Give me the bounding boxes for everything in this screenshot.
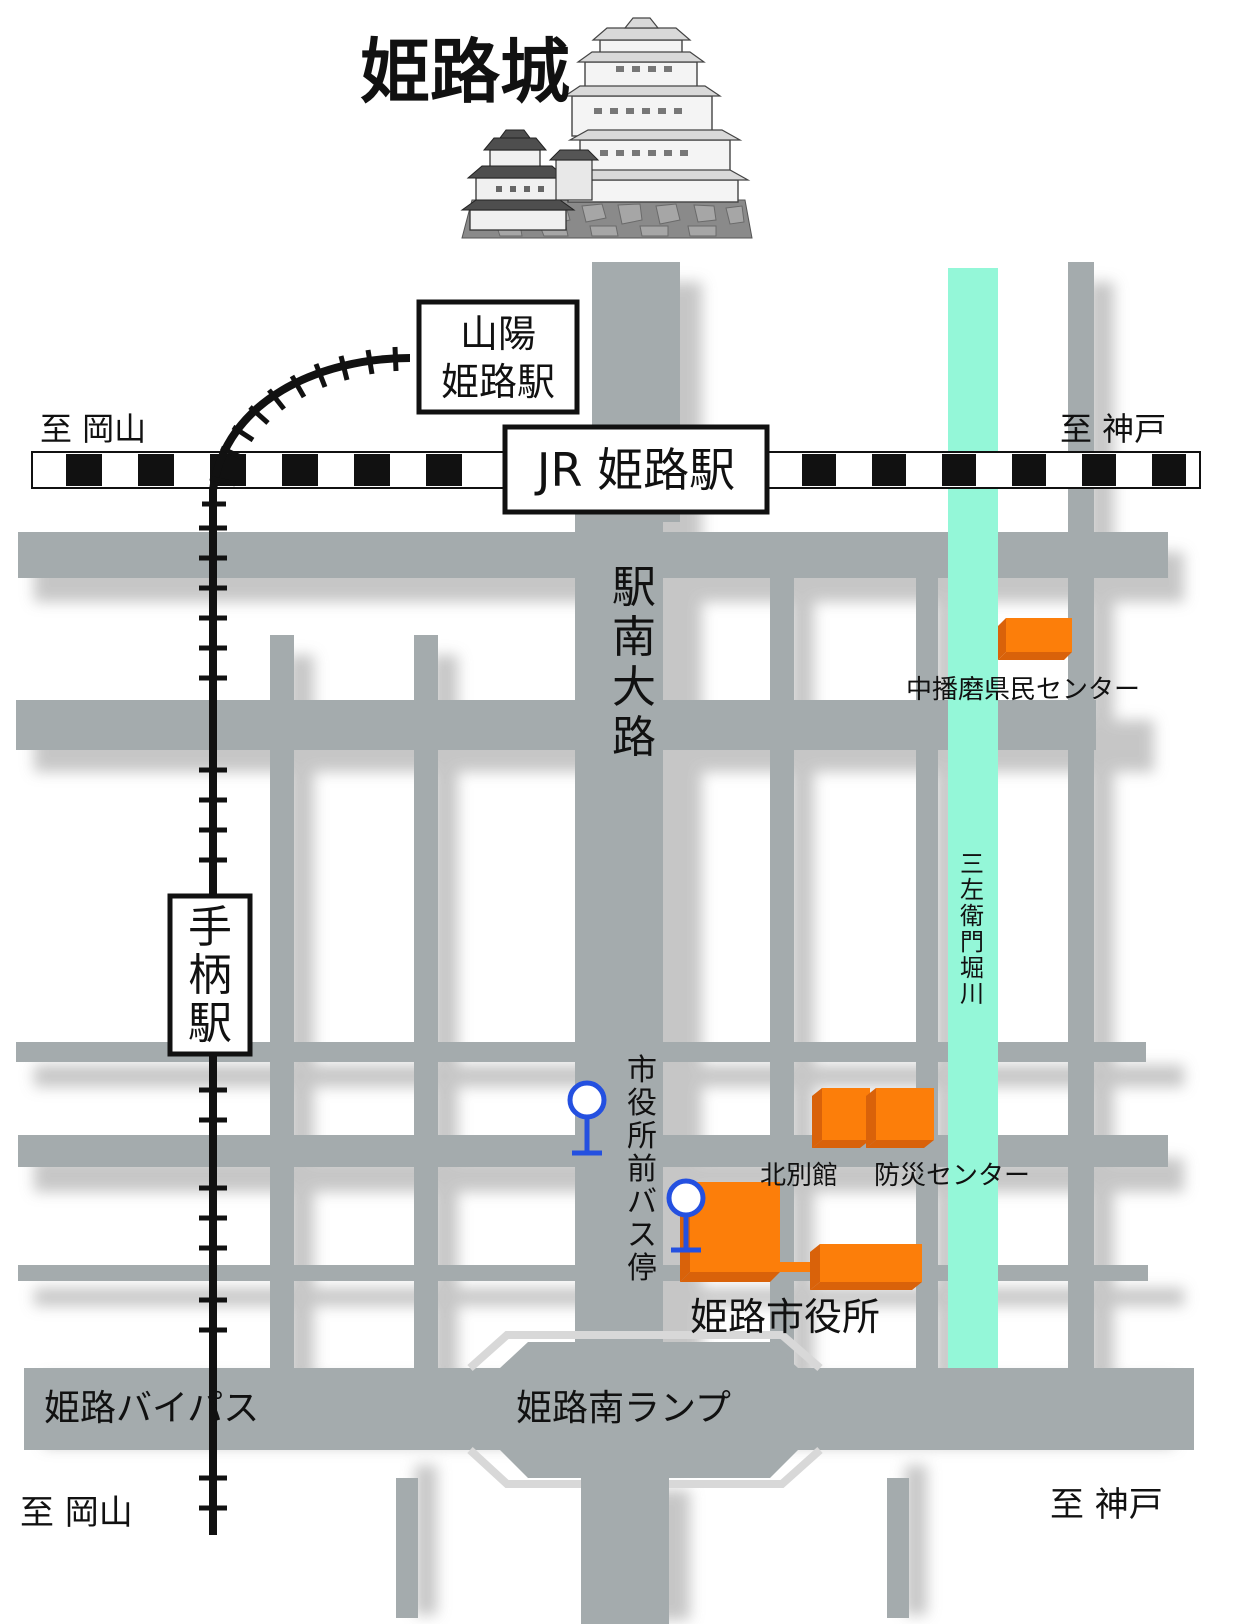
direction-kobe-top: 至 神戸 [1060, 410, 1166, 448]
building-bousai [866, 1088, 934, 1148]
direction-okayama-bottom: 至 岡山 [20, 1493, 133, 1533]
canal-label-1: 三 [960, 850, 984, 878]
ekinan-label-3: 大 [612, 662, 656, 713]
direction-okayama-top: 至 岡山 [40, 410, 146, 448]
bus-stop-label-6: ス [627, 1218, 657, 1253]
road-bypass [24, 1368, 1194, 1450]
title-himeji-castle: 姫路城 [360, 31, 570, 113]
bus-stop-label-2: 役 [627, 1086, 657, 1121]
bus-stop-label-3: 所 [627, 1119, 657, 1154]
tegara-station-label-2: 柄 [188, 950, 232, 1001]
road-ekinan-lower [575, 480, 663, 1380]
road-v5 [1068, 262, 1094, 1372]
nakaharima-label: 中播磨県民センター [906, 675, 1140, 705]
sanyo-station-label-2: 姫路駅 [441, 360, 555, 404]
ramp-label: 姫路南ランプ [516, 1388, 731, 1429]
building-kitabekkan [812, 1088, 870, 1148]
road-v4 [916, 555, 938, 1375]
sanyo-station-label-1: 山陽 [460, 312, 536, 356]
tegara-station-box [167, 893, 253, 1057]
building-nakaharima [998, 618, 1072, 660]
canal-sanzaemon [948, 268, 998, 1383]
road-v2 [414, 635, 438, 1375]
canal-label-2: 左 [960, 876, 984, 904]
bus-stop-icon[interactable] [666, 1178, 706, 1253]
canal-label-3: 衛 [960, 902, 984, 930]
road-v1 [270, 635, 294, 1375]
jr-station-box [502, 424, 770, 515]
bus-stop-label-7: 停 [627, 1251, 657, 1286]
bus-stop-label-4: 前 [627, 1152, 657, 1187]
canal-label-6: 川 [960, 980, 984, 1008]
ekinan-label-1: 駅 [612, 562, 656, 613]
bus-stop-icon[interactable] [567, 1080, 607, 1156]
tegara-station-label-1: 手 [188, 902, 232, 953]
ekinan-label-4: 路 [612, 712, 656, 763]
bypass-ramp [24, 1331, 1194, 1624]
bousai-label: 防災センター [874, 1161, 1030, 1191]
himeji-castle-illustration [460, 17, 753, 239]
canal-label-5: 堀 [960, 954, 984, 982]
bus-stop-label-1: 市 [627, 1053, 657, 1088]
sanyo-station-box [416, 299, 580, 415]
bypass-label: 姫路バイパス [44, 1388, 259, 1429]
bus-stop-label-5: バ [627, 1185, 657, 1220]
jr-station-label: JR 姫路駅 [534, 443, 735, 497]
ekinan-label-2: 南 [612, 612, 656, 663]
kitabekkan-label: 北別館 [760, 1161, 838, 1191]
city-hall-label: 姫路市役所 [690, 1295, 880, 1339]
sanyo-railway [199, 346, 411, 1535]
tegara-station-label-3: 駅 [188, 998, 232, 1049]
canal-label-4: 門 [960, 928, 984, 956]
direction-kobe-bottom: 至 神戸 [1050, 1485, 1163, 1525]
